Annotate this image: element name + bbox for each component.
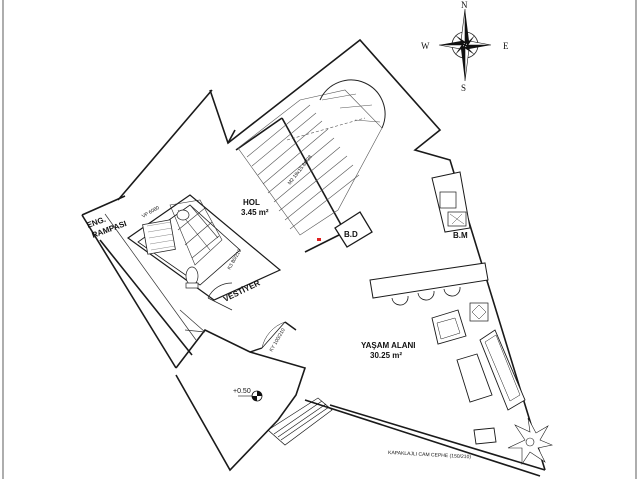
kitchen-counter — [431, 171, 471, 233]
living-room-area: 30.25 m² — [370, 351, 402, 360]
stair-label: M2 19x15.88/28 — [287, 154, 314, 186]
bm-label: B.M — [453, 231, 468, 240]
vestiyer-label: VESTİYER — [222, 278, 262, 304]
compass-rose-icon — [438, 8, 492, 82]
entry-door — [249, 321, 297, 353]
level-label: +0.50 — [233, 388, 251, 395]
exterior-walls — [81, 38, 546, 477]
level-marker-icon — [238, 390, 263, 402]
compass-north-label: N — [461, 0, 468, 10]
door-ky-label: KY 100/210 — [269, 327, 287, 353]
compass-west-label: W — [421, 41, 430, 51]
origin-marker — [317, 238, 321, 241]
facade-note: KAPAKLAJLI CAM CEPHE (150/210) — [388, 450, 472, 460]
compass-east-label: E — [503, 41, 509, 51]
living-furniture — [431, 302, 526, 445]
plant-icon — [507, 417, 554, 465]
hol-room-area: 3.45 m² — [241, 208, 269, 217]
kitchen-island — [369, 262, 489, 299]
hol-room-name: HOL — [243, 198, 260, 207]
bd-closet — [334, 211, 373, 248]
sink-icon — [176, 209, 190, 221]
shower-tray — [142, 219, 176, 255]
staircase — [237, 79, 386, 236]
bd-label: B.D — [344, 230, 358, 239]
vestibule-door — [207, 282, 233, 311]
bar-stools — [391, 286, 461, 306]
living-room-name: YAŞAM ALANI — [361, 341, 416, 350]
bathroom — [169, 199, 223, 266]
compass-south-label: S — [461, 83, 466, 93]
toilet-icon — [185, 266, 199, 289]
entry-steps — [267, 397, 333, 446]
ramp — [104, 213, 206, 341]
